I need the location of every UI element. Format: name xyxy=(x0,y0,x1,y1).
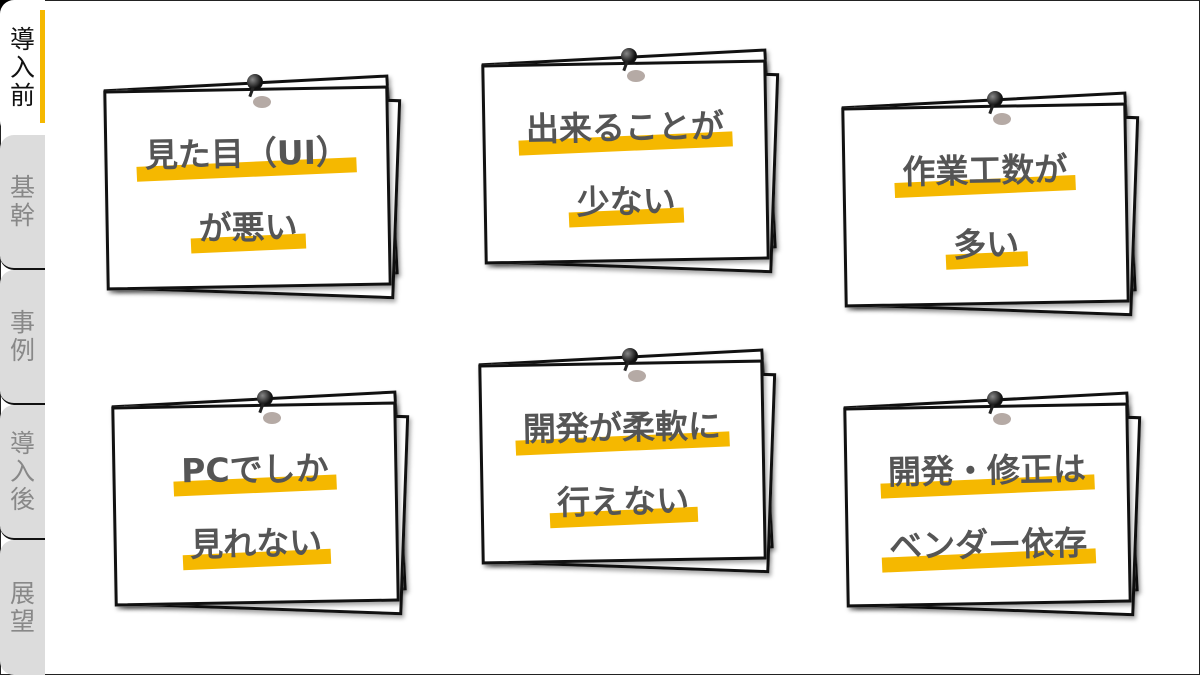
card-text-line: 多い xyxy=(949,217,1024,266)
tab-label: 展 xyxy=(9,578,35,608)
pushpin-icon xyxy=(247,74,263,90)
pin-shadow xyxy=(627,70,645,82)
problem-card: PCでしか 見れない xyxy=(111,390,410,616)
card-text-line: PCでしか xyxy=(177,442,333,493)
tab-label: 前 xyxy=(9,80,35,110)
tab-label: 入 xyxy=(9,456,35,486)
tab-after-introduction[interactable]: 導入後 xyxy=(0,405,45,540)
pin-shadow xyxy=(993,113,1011,125)
pushpin-icon xyxy=(257,390,273,406)
card-text-line: 少ない xyxy=(572,174,680,224)
pin-shadow xyxy=(993,413,1011,425)
tab-label: 幹 xyxy=(9,200,35,230)
pushpin-icon xyxy=(987,91,1003,107)
tab-label: 導 xyxy=(9,24,35,54)
active-tab-indicator xyxy=(40,10,45,123)
card-text-line: 開発が柔軟に xyxy=(518,399,725,451)
tab-label: 事 xyxy=(9,307,35,337)
card-text-line: 見れない xyxy=(186,516,327,566)
tab-label: 例 xyxy=(9,335,35,365)
section-tabs: 導入前 基幹 事例 導入後 展望 xyxy=(0,0,45,675)
pushpin-icon xyxy=(621,48,637,64)
problem-card: 作業工数が 多い xyxy=(841,91,1140,317)
card-text-line: 出来ることが xyxy=(521,99,728,151)
card-text-line: が悪い xyxy=(194,200,302,250)
tab-before-introduction[interactable]: 導入前 xyxy=(0,0,45,135)
tab-label: 後 xyxy=(9,484,35,514)
tab-examples[interactable]: 事例 xyxy=(0,270,45,405)
problem-card: 見た目（UI） が悪い xyxy=(103,74,402,300)
card-text-line: 作業工数が xyxy=(898,142,1072,193)
card-front-sheet: 出来ることが 少ない xyxy=(481,59,770,265)
card-text-line: 見た目（UI） xyxy=(140,125,353,177)
card-front-sheet: 開発が柔軟に 行えない xyxy=(478,359,767,565)
card-text-line: 行えない xyxy=(553,474,694,524)
problem-card: 出来ることが 少ない xyxy=(481,48,780,274)
card-front-sheet: PCでしか 見れない xyxy=(111,401,400,607)
card-text-line: 開発・修正は xyxy=(883,442,1090,494)
pin-shadow xyxy=(253,96,271,108)
pushpin-icon xyxy=(987,391,1003,407)
tab-label: 基 xyxy=(9,172,35,202)
tab-label: 望 xyxy=(9,606,35,636)
card-text-line: ベンダー依存 xyxy=(885,516,1092,568)
tab-label: 導 xyxy=(9,428,35,458)
pin-shadow xyxy=(628,370,646,382)
tab-core[interactable]: 基幹 xyxy=(0,135,45,270)
problem-card: 開発・修正は ベンダー依存 xyxy=(843,391,1142,617)
card-front-sheet: 作業工数が 多い xyxy=(841,102,1130,308)
pin-shadow xyxy=(263,412,281,424)
tab-outlook[interactable]: 展望 xyxy=(0,540,45,675)
card-front-sheet: 開発・修正は ベンダー依存 xyxy=(843,402,1132,608)
tab-label: 入 xyxy=(9,52,35,82)
card-front-sheet: 見た目（UI） が悪い xyxy=(103,85,392,291)
problem-card: 開発が柔軟に 行えない xyxy=(478,348,777,574)
pushpin-icon xyxy=(622,348,638,364)
